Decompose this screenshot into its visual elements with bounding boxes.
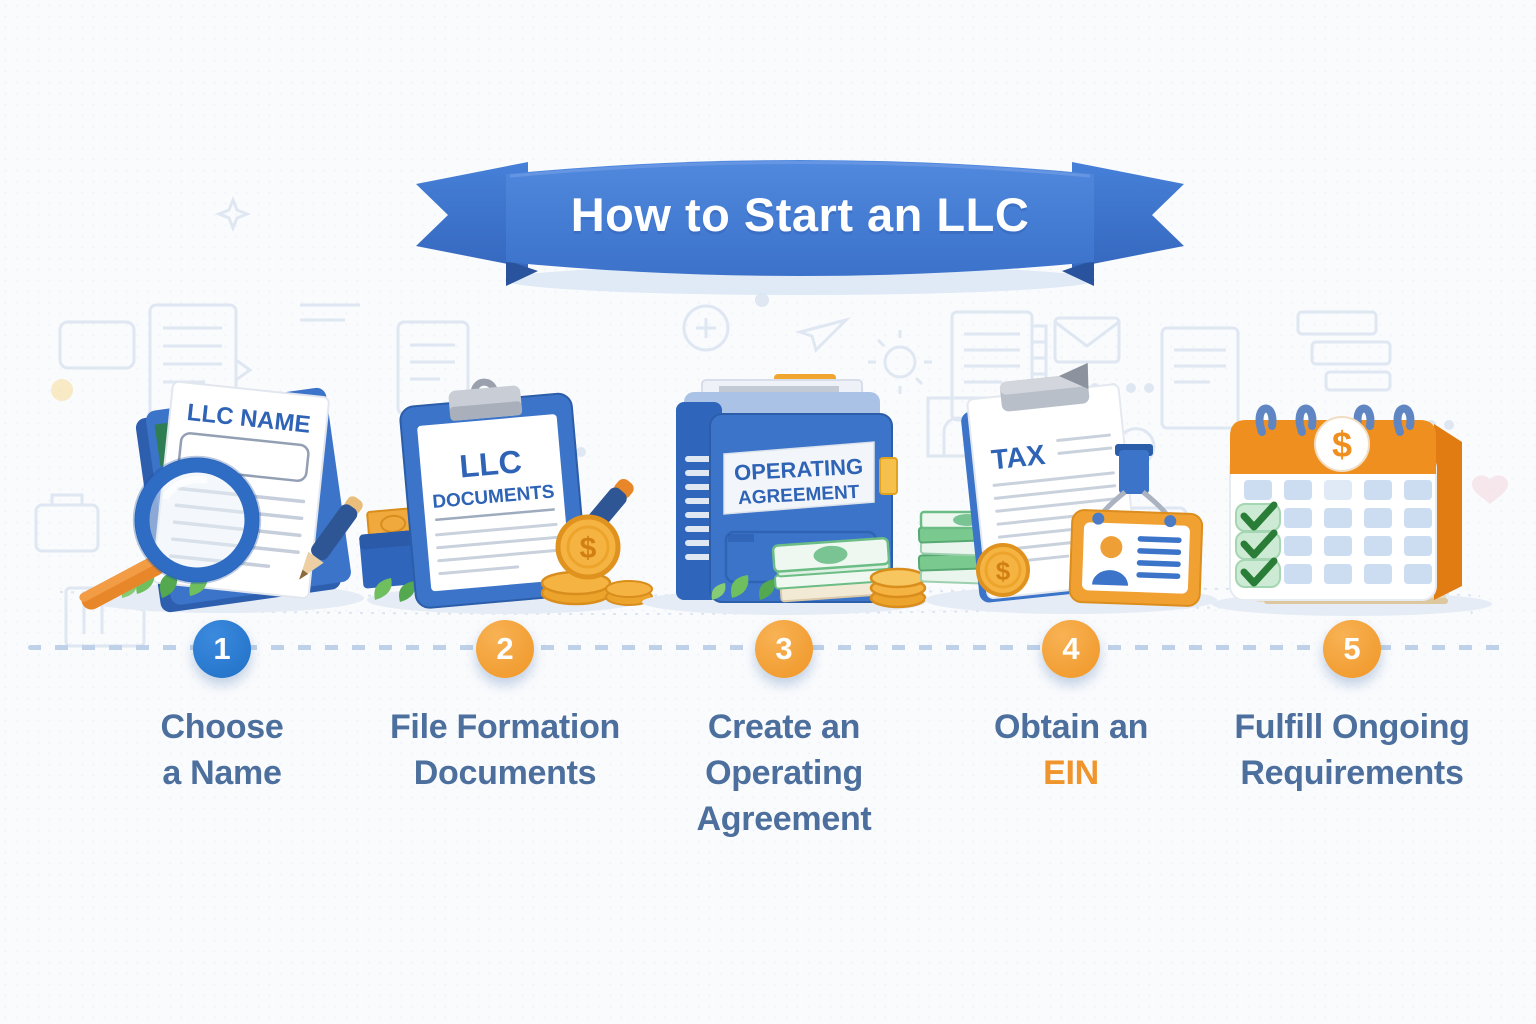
ribbon-left-tail [416, 162, 528, 268]
ribbon-right-tail [1072, 162, 1184, 268]
step-2-label-line2: Documents [413, 754, 597, 792]
dollar-badge-icon [1314, 416, 1370, 472]
calendar-side-fold [1434, 424, 1462, 600]
step-5-number-badge: 5 [1323, 620, 1381, 678]
step-2-label: File Formation Documents [345, 704, 665, 796]
step-1-number: 1 [213, 631, 231, 666]
watermark-lines-icon [300, 303, 360, 322]
watermark-stack-icon [1296, 310, 1392, 392]
step-4-obtain-ein: TAX $ [911, 362, 1231, 796]
llc-text: LLC [458, 443, 523, 484]
watermark-plane-icon [794, 317, 851, 353]
step-2-number-badge: 2 [476, 620, 534, 678]
ribbon-band [506, 160, 1094, 276]
step-3-label-line2: Operating [705, 754, 863, 792]
watermark-sun-icon [868, 330, 932, 394]
page-title-shadow: How to Start an LLC [571, 191, 1030, 244]
binder-front-icon: OPERATING AGREEMENT [709, 413, 898, 603]
ribbon-left-fold [506, 260, 538, 286]
calendar-icon: $ [1229, 404, 1437, 601]
step-5-label-line2: Requirements [1240, 754, 1464, 792]
title-ribbon: How to Start an LLC How to Start an LLC [410, 140, 1190, 300]
watermark-envelope-icon [1053, 316, 1121, 364]
coins-stack-icon [869, 567, 927, 609]
step-5-number: 5 [1343, 631, 1361, 666]
step-5-fulfill-ongoing-requirements: $ [1192, 362, 1512, 796]
document-magnifier-pen-icon: LLC NAME [79, 380, 364, 613]
step-4-label: Obtain an EIN [911, 704, 1231, 796]
step-3-number: 3 [775, 631, 793, 666]
step-3-create-operating-agreement: OPERATING AGREEMENT [624, 362, 944, 842]
watermark-document3-icon [1160, 326, 1240, 430]
cash-stack-icon [771, 536, 892, 603]
step-3-label-line3: Agreement [696, 800, 872, 838]
step-5-label: Fulfill Ongoing Requirements [1192, 704, 1512, 796]
step-1-label-line2: a Name [162, 754, 282, 792]
step-3-label: Create an Operating Agreement [624, 704, 944, 842]
leaves-icon [711, 575, 776, 600]
step-1-choose-a-name: LLC NAME [62, 362, 382, 796]
step-2-label-line1: File Formation [389, 708, 621, 746]
leaves-icon [374, 578, 416, 602]
id-badge-icon [1068, 444, 1204, 607]
dollar-sign: $ [996, 556, 1011, 586]
binder-cash-coins-icon: OPERATING AGREEMENT [642, 374, 927, 615]
step-3-label-line1: Create an [707, 708, 861, 746]
calendar-grid [1244, 480, 1432, 584]
clipboard-pen-coins-icon: LLC DOCUMENTS [359, 378, 653, 614]
dollar-sign: $ [580, 532, 597, 565]
tax-document-id-badge-icon: TAX $ [917, 362, 1217, 614]
step-1-label-line1: Choose [160, 708, 284, 746]
watermark-star-icon [214, 195, 252, 233]
clipboard-icon: LLC DOCUMENTS [399, 378, 589, 609]
ribbon-shadow [505, 265, 1095, 295]
watermark-plus-circle-icon [682, 304, 730, 352]
step-2-file-formation-documents: LLC DOCUMENTS [345, 362, 665, 796]
magnifier-icon [79, 455, 262, 610]
step-5-label-line1: Fulfill Ongoing [1234, 708, 1470, 746]
step-2-number: 2 [496, 631, 514, 666]
step-3-number-badge: 3 [755, 620, 813, 678]
watermark-card-icon [51, 320, 136, 401]
dollar-sign: $ [1332, 424, 1352, 465]
step-4-label-line1: Obtain an [993, 708, 1149, 746]
tax-text: TAX [990, 439, 1047, 476]
ribbon-right-fold [1062, 260, 1094, 286]
pen-icon [299, 496, 363, 580]
calendar-checklist-icon: $ [1212, 404, 1492, 616]
step-1-number-badge: 1 [193, 620, 251, 678]
step-4-label-line2-ein: EIN [1043, 754, 1099, 792]
step-1-label: Choose a Name [62, 704, 382, 796]
coin-icon: $ [976, 543, 1030, 597]
watermark-briefcase-icon [34, 493, 100, 553]
step-4-number-badge: 4 [1042, 620, 1100, 678]
page-title: How to Start an LLC [571, 188, 1030, 241]
step-4-number: 4 [1062, 631, 1080, 666]
coins-icon: $ [540, 514, 653, 606]
watermark-heart-icon [1472, 475, 1508, 504]
blue-box-icon [359, 506, 428, 589]
checkmarks-icon [1235, 501, 1281, 588]
